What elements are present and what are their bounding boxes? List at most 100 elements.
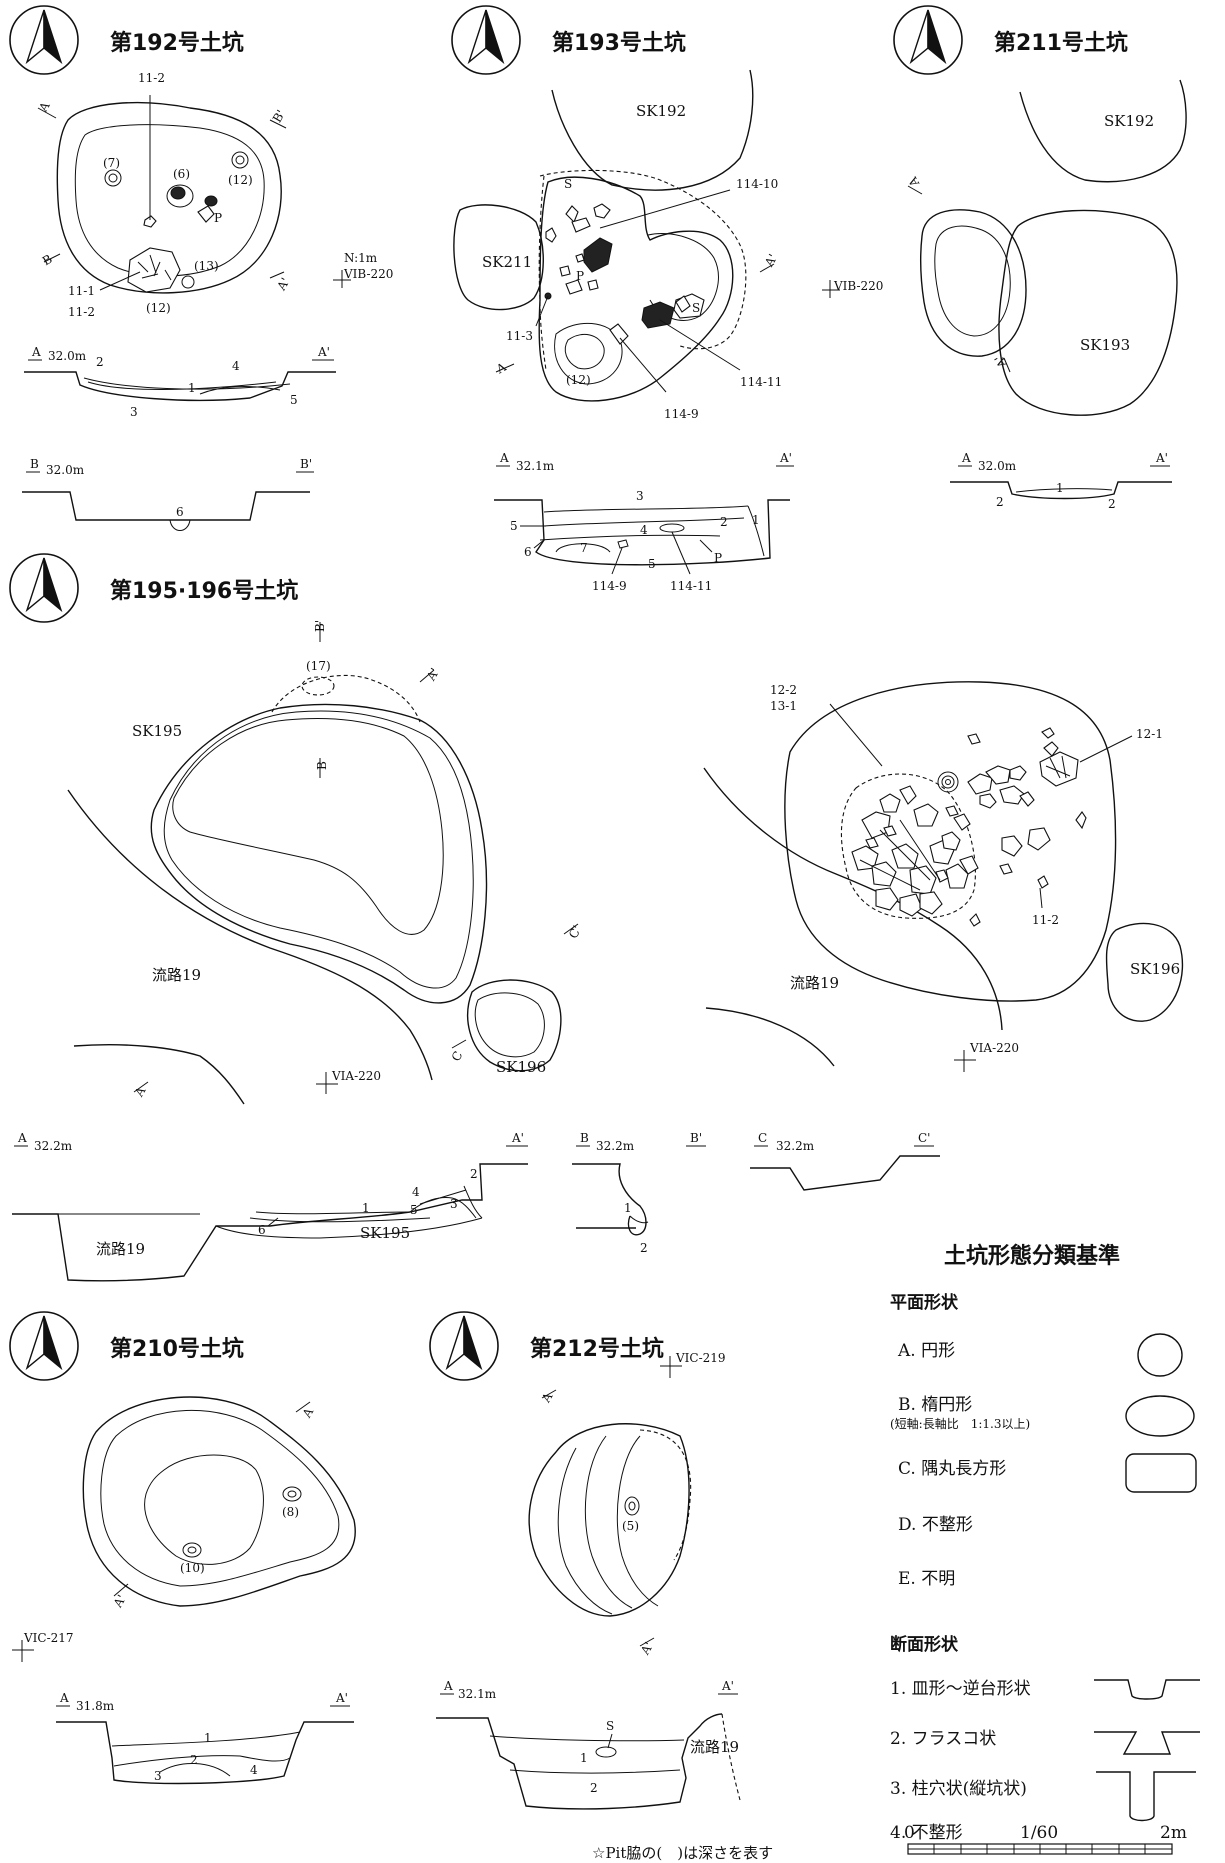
svg-text:A: A bbox=[905, 174, 922, 190]
pit-210-group: 第210号土坑 (8) (10) VIC-217 A A' A 31.8m A'… bbox=[9, 1311, 356, 1785]
svg-text:A': A' bbox=[761, 252, 780, 270]
pit-212-outline bbox=[528, 1423, 690, 1617]
svg-text:32.2m: 32.2m bbox=[34, 1139, 73, 1153]
artifact-114-9 bbox=[609, 323, 629, 345]
legend-plan-item: A. 円形 bbox=[897, 1341, 955, 1361]
legend-section-item: 4. 不整形 bbox=[890, 1823, 963, 1843]
legend-section-heading: 断面形状 bbox=[890, 1634, 959, 1655]
scale-start: 0 bbox=[904, 1823, 915, 1843]
svg-text:A': A' bbox=[110, 1592, 129, 1610]
grid-label: VIC-219 bbox=[675, 1351, 726, 1365]
label: (6) bbox=[173, 167, 190, 181]
svg-text:A: A bbox=[961, 451, 971, 465]
svg-text:S: S bbox=[692, 301, 700, 315]
section-marker: B' bbox=[270, 107, 288, 125]
svg-text:(17): (17) bbox=[306, 659, 331, 673]
legend-section-item: 3. 柱穴状(縦坑状) bbox=[890, 1779, 1027, 1799]
svg-text:7: 7 bbox=[580, 541, 588, 555]
sk211-outline bbox=[919, 209, 1027, 357]
svg-text:A: A bbox=[499, 451, 509, 465]
legend-title: 土坑形態分類基準 bbox=[944, 1243, 1120, 1269]
scale-ratio: 1/60 bbox=[1020, 1823, 1058, 1843]
svg-text:(5): (5) bbox=[622, 1519, 639, 1533]
label: (7) bbox=[103, 156, 120, 170]
svg-text:A': A' bbox=[1155, 451, 1168, 465]
sk211-boundary bbox=[453, 204, 544, 311]
section-marker: B bbox=[40, 252, 55, 269]
label: P bbox=[214, 211, 222, 225]
pit-label: SK192 bbox=[636, 102, 686, 120]
artifact-114-11 bbox=[641, 301, 675, 329]
pit-212-title: 第212号土坑 bbox=[530, 1336, 664, 1362]
pit-192-hole-13 bbox=[181, 275, 195, 289]
svg-text:C: C bbox=[449, 1049, 466, 1064]
svg-text:B': B' bbox=[690, 1131, 702, 1145]
grid-label: VIA-220 bbox=[331, 1069, 381, 1083]
svg-text:A': A' bbox=[423, 666, 442, 684]
svg-text:2: 2 bbox=[720, 515, 728, 529]
svg-text:S: S bbox=[564, 177, 572, 191]
legend-plan-item: C. 隅丸長方形 bbox=[898, 1459, 1006, 1479]
label: 11-2 bbox=[1032, 913, 1059, 927]
svg-text:A': A' bbox=[335, 1691, 348, 1705]
svg-text:1: 1 bbox=[580, 1751, 588, 1765]
svg-text:流路19: 流路19 bbox=[690, 1738, 739, 1756]
legend-plan-item: B. 楕円形 bbox=[898, 1395, 972, 1415]
dish-section-icon bbox=[1094, 1679, 1200, 1700]
label: 12-2 bbox=[770, 683, 797, 697]
north-arrow-icon bbox=[9, 5, 79, 75]
pit-210-section: A 31.8m A' 1 2 3 4 bbox=[56, 1691, 354, 1785]
rounded-rect-shape-icon bbox=[1125, 1453, 1197, 1493]
grid-cross-icon bbox=[316, 1072, 338, 1094]
north-arrow-icon bbox=[893, 5, 963, 75]
svg-text:B': B' bbox=[313, 620, 327, 632]
pit-210-hole-8 bbox=[282, 1486, 302, 1502]
svg-text:B: B bbox=[580, 1131, 589, 1145]
sk196-outline-2 bbox=[1105, 922, 1184, 1022]
svg-text:A: A bbox=[131, 1084, 148, 1100]
pit-212-section: A 32.1m A' S 流路19 1 2 bbox=[436, 1679, 741, 1810]
artifact-114-10 bbox=[583, 237, 613, 273]
svg-text:32.2m: 32.2m bbox=[596, 1139, 635, 1153]
svg-text:3: 3 bbox=[130, 405, 138, 419]
pit-192-hole-12 bbox=[231, 151, 249, 169]
svg-text:4: 4 bbox=[250, 1763, 258, 1777]
svg-text:2: 2 bbox=[590, 1781, 598, 1795]
svg-text:流路19: 流路19 bbox=[96, 1240, 145, 1258]
label: 114-9 bbox=[664, 407, 699, 421]
pit-195-sections: A 32.2m A' 流路19 SK195 1 2 3 4 5 6 B 32.2… bbox=[12, 1131, 940, 1282]
svg-text:2: 2 bbox=[1108, 497, 1116, 511]
label: 114-10 bbox=[736, 177, 778, 191]
pit-192-hole-6 bbox=[166, 184, 194, 208]
pit-212-hole-5 bbox=[624, 1496, 640, 1516]
svg-text:6: 6 bbox=[176, 505, 184, 519]
footer: ☆Pit脇の( )は深さを表す 0 1/60 2m bbox=[592, 1823, 1187, 1862]
pit-label: SK196 bbox=[1130, 960, 1180, 978]
jar-fragment-12-2 bbox=[937, 771, 959, 793]
label: 13-1 bbox=[770, 699, 797, 713]
pit-210-title: 第210号土坑 bbox=[110, 1336, 244, 1362]
svg-text:5: 5 bbox=[510, 519, 518, 533]
pit-192-hole-7 bbox=[104, 169, 122, 187]
pit-label: SK196 bbox=[496, 1058, 546, 1076]
circle-shape-icon bbox=[1137, 1333, 1183, 1377]
svg-text:6: 6 bbox=[258, 1223, 266, 1237]
svg-text:A: A bbox=[17, 1131, 27, 1145]
grid-cross-icon bbox=[660, 1356, 682, 1378]
classification-legend: 土坑形態分類基準 平面形状 A. 円形 B. 楕円形 (短軸:長軸比 1:1.3… bbox=[890, 1243, 1200, 1843]
svg-text:A': A' bbox=[779, 451, 792, 465]
posthole-section-icon bbox=[1096, 1771, 1196, 1822]
north-arrow-icon bbox=[9, 553, 79, 623]
sk193-outline bbox=[998, 209, 1178, 416]
pit-210-hole-10 bbox=[182, 1542, 202, 1558]
svg-text:A': A' bbox=[637, 1640, 656, 1658]
svg-text:5: 5 bbox=[410, 1203, 418, 1217]
scale-bar bbox=[907, 1843, 1173, 1855]
svg-text:6: 6 bbox=[524, 545, 532, 559]
svg-text:B: B bbox=[30, 457, 39, 471]
svg-text:4: 4 bbox=[412, 1185, 420, 1199]
svg-text:B: B bbox=[315, 761, 329, 770]
svg-text:32.2m: 32.2m bbox=[776, 1139, 815, 1153]
pit-211-section: A 32.0m A' 1 2 2 bbox=[950, 451, 1172, 511]
pit-212-group: 第212号土坑 VIC-219 (5) A A' A 32.1m A' S 流路… bbox=[429, 1311, 741, 1810]
